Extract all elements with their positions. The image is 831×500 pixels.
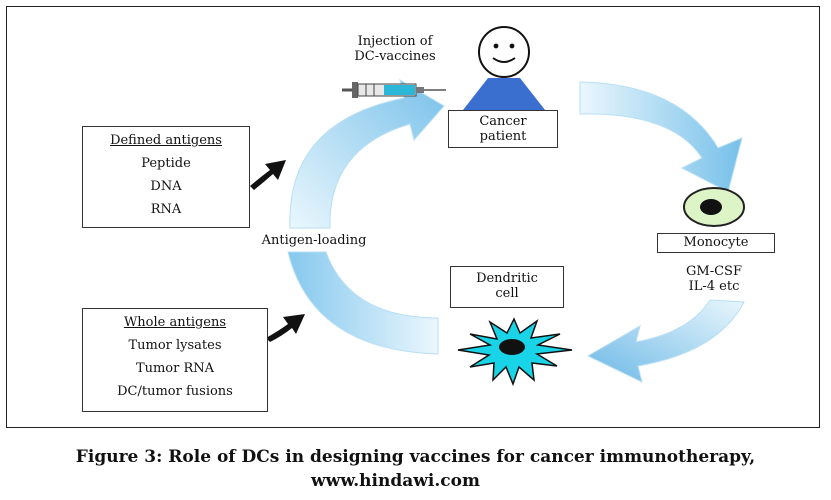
arrow-monocyte-to-dendritic — [586, 299, 745, 383]
cancer-patient-box: Cancer patient — [448, 110, 558, 148]
monocyte-label: Monocyte — [683, 235, 749, 250]
injection-label-line2: DC-vaccines — [354, 49, 436, 64]
defined-antigen-item: DNA — [150, 179, 182, 194]
defined-antigens-box: Defined antigens Peptide DNA RNA — [82, 126, 250, 228]
defined-antigen-item: RNA — [150, 202, 182, 217]
dendritic-line2: cell — [495, 286, 519, 301]
whole-antigens-box: Whole antigens Tumor lysates Tumor RNA D… — [82, 308, 268, 412]
arrow-dendritic-to-loading — [287, 251, 439, 355]
monocyte-box: Monocyte — [657, 233, 775, 253]
patient-line2: patient — [479, 129, 527, 144]
dendritic-cell-icon — [457, 317, 573, 387]
cytokines-line1: GM-CSF — [686, 264, 742, 279]
defined-antigen-item: Peptide — [141, 156, 191, 171]
monocyte-cell-icon — [683, 187, 745, 227]
whole-antigen-item: Tumor lysates — [128, 338, 222, 353]
curved-arrow-whole-icon — [266, 314, 305, 342]
patient-line1: Cancer — [479, 114, 527, 129]
patient-figure-icon — [463, 26, 545, 110]
whole-antigen-item: Tumor RNA — [135, 361, 215, 376]
whole-antigen-item: DC/tumor fusions — [117, 384, 233, 399]
injection-label: Injection of DC-vaccines — [340, 34, 450, 64]
arrow-loading-to-injection — [289, 78, 445, 229]
cytokines-label: GM-CSF IL-4 etc — [664, 264, 764, 294]
figure-caption-line2: www.hindawi.com — [311, 471, 480, 491]
dendritic-cell-box: Dendritic cell — [450, 266, 564, 308]
injection-label-line1: Injection of — [357, 34, 433, 49]
antigen-loading-label: Antigen-loading — [244, 233, 384, 248]
cytokines-line2: IL-4 etc — [688, 279, 740, 294]
curved-arrow-defined-icon — [250, 160, 286, 190]
syringe-icon — [342, 82, 446, 98]
dendritic-line1: Dendritic — [476, 271, 538, 286]
whole-antigens-title: Whole antigens — [123, 315, 227, 330]
defined-antigens-title: Defined antigens — [110, 133, 222, 148]
figure-caption-line1: Figure 3: Role of DCs in designing vacci… — [75, 447, 756, 467]
arrow-patient-to-monocyte — [579, 81, 743, 193]
diagram-canvas — [250, 26, 745, 387]
